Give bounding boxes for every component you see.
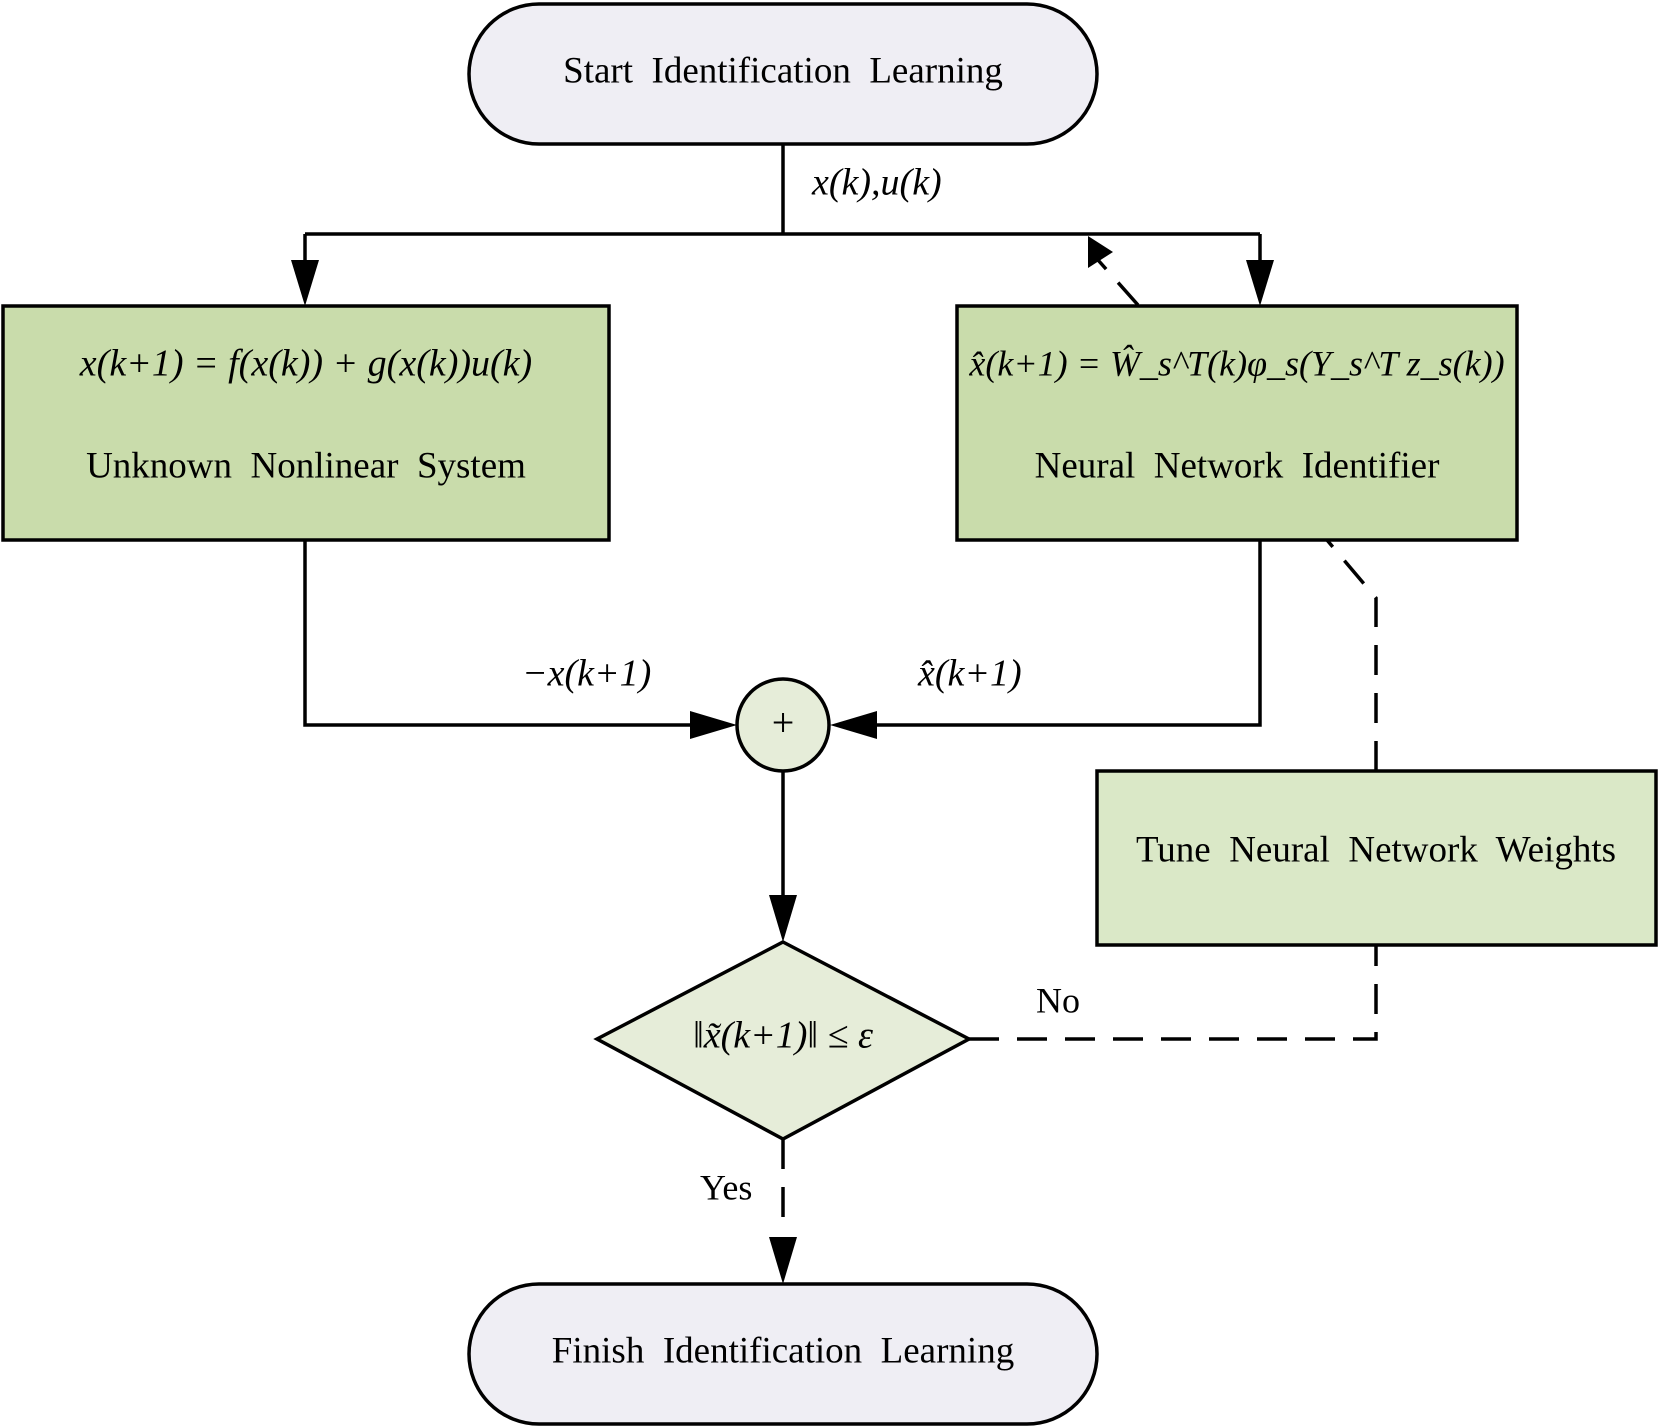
identifier-node: x̂(k+1) = Ŵ_s^T(k)φ_s(Y_s^T z_s(k)) Neur… (955, 304, 1519, 542)
arrowhead-finish (769, 1237, 797, 1284)
no-label: No (1036, 980, 1080, 1020)
finish-node: Finish Identification Learning (467, 1282, 1099, 1426)
sum-shape (735, 677, 831, 773)
decision-shape (593, 940, 973, 1141)
arrowhead-system (291, 260, 319, 306)
system-node: x(k+1) = f(x(k)) + g(x(k))u(k) Unknown N… (1, 304, 611, 542)
neg-state-label: −x(k+1) (522, 653, 651, 695)
start-label: Start Identification Learning (563, 50, 1003, 91)
decision-condition: ‖x̃(k+1)‖ ≤ ε (693, 1015, 873, 1057)
system-label: Unknown Nonlinear System (86, 445, 526, 486)
start-shape (467, 2, 1099, 146)
edge-decision-no (969, 945, 1378, 1041)
identifier-shape (955, 304, 1519, 542)
arrowhead-feedback (1088, 236, 1113, 268)
identifier-equation: x̂(k+1) = Ŵ_s^T(k)φ_s(Y_s^T z_s(k)) (968, 343, 1504, 383)
start-node: Start Identification Learning (467, 2, 1099, 146)
edge-tune-identifier (1325, 538, 1378, 771)
arrowhead-decision (769, 895, 797, 942)
edge-feedback-arrow (1096, 258, 1140, 307)
finish-shape (467, 1282, 1099, 1426)
system-shape (1, 304, 611, 542)
tune-node: Tune Neural Network Weights (1095, 769, 1658, 947)
edge-identifier-sum (866, 540, 1262, 727)
tune-label: Tune Neural Network Weights (1136, 829, 1616, 870)
yes-label: Yes (700, 1167, 752, 1207)
sum-node: + (735, 677, 831, 773)
finish-label: Finish Identification Learning (552, 1330, 1014, 1371)
input-label: x(k),u(k) (811, 162, 942, 204)
edge-system-sum (303, 540, 700, 727)
tune-shape (1095, 769, 1658, 947)
identifier-label: Neural Network Identifier (1035, 445, 1440, 486)
arrowhead-sum-right (830, 711, 877, 739)
est-state-label: x̂(k+1) (917, 653, 1022, 695)
connectors (303, 144, 1378, 1230)
sum-symbol: + (772, 700, 795, 745)
system-equation: x(k+1) = f(x(k)) + g(x(k))u(k) (79, 343, 532, 385)
arrowhead-identifier (1246, 260, 1274, 306)
arrowhead-sum-left (690, 711, 737, 739)
arrowheads (291, 236, 1274, 1284)
decision-node: ‖x̃(k+1)‖ ≤ ε (593, 940, 973, 1141)
